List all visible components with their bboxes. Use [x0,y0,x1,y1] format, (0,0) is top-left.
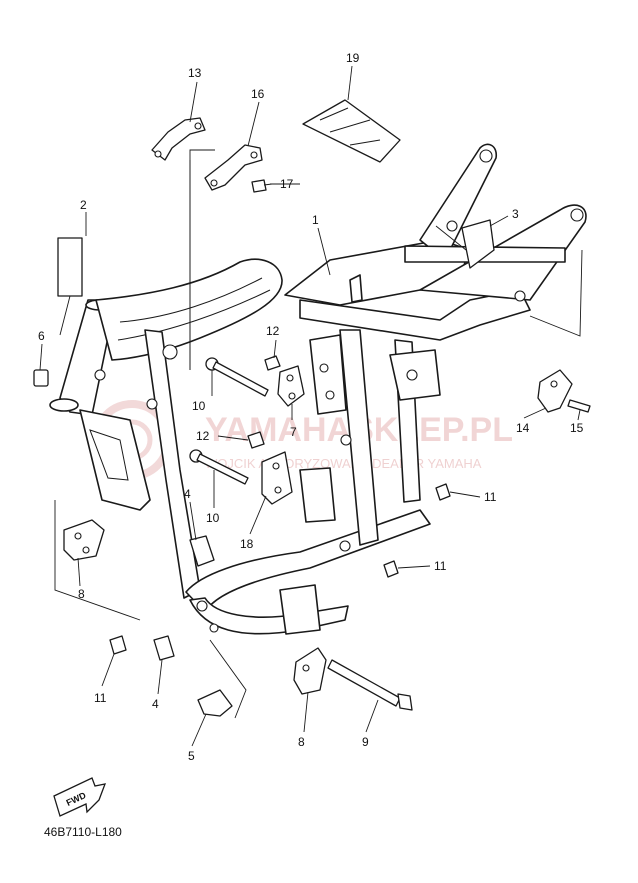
callout-11-b: 11 [434,559,447,573]
callout-18: 18 [240,537,254,551]
callout-4-lower: 4 [152,697,159,711]
fwd-arrow-icon: FWD [53,777,107,817]
part-12-nut-lower [247,431,265,449]
callout-8-left: 8 [78,587,85,601]
part-16-bracket [204,144,263,191]
callout-6: 6 [38,329,45,343]
part-7-plate [277,365,305,407]
part-10-bolt-upper [205,357,269,397]
callout-8-right: 8 [298,735,305,749]
part-9-long-bolt [327,659,413,711]
part-15-bolt [567,399,591,413]
part-17-bolt [251,179,273,193]
part-10-bolt-lower [189,449,249,485]
part-3-plate [461,219,495,269]
watermark-tagline: WOJCIK AUTORYZOWANY DEALER YAMAHA [205,456,482,471]
part-11-nut-a [435,483,451,501]
callout-labels: 1 2 3 4 4 5 6 7 8 8 9 10 10 11 11 11 12 … [38,51,584,763]
part-2-sticker [57,237,83,297]
part-5-clamp [197,689,233,717]
callout-10-upper: 10 [192,399,206,413]
callout-17: 17 [280,177,294,191]
callout-19: 19 [346,51,360,65]
callout-14: 14 [516,421,530,435]
callout-5: 5 [188,749,195,763]
callout-3: 3 [512,207,519,221]
callout-2: 2 [80,198,87,212]
callout-11-c: 11 [94,691,107,705]
part-6-cap [33,369,49,387]
part-11-nut-c [109,635,127,655]
part-13-bracket [151,117,206,161]
callout-16: 16 [251,87,265,101]
part-18-plate [261,451,293,505]
callout-13: 13 [188,66,202,80]
diagram-code: 46B7110-L180 [44,825,122,839]
callout-12-upper: 12 [266,324,280,338]
callout-4-upper: 4 [184,487,191,501]
callout-10-lower: 10 [206,511,220,525]
callout-1: 1 [312,213,319,227]
part-14-bracket [537,369,573,413]
callout-12-lower: 12 [196,429,210,443]
callout-11-a: 11 [484,490,497,504]
part-8-bracket-left [63,519,105,561]
leader-lines [39,65,583,747]
part-19-pad [302,99,401,163]
part-8-bracket-right [293,647,327,695]
callout-7: 7 [290,425,297,439]
part-4-clip-lower [153,635,175,661]
part-4-clip-upper [189,535,215,567]
part-12-nut-upper [264,355,281,371]
part-11-nut-b [383,560,399,578]
main-frame [49,143,587,635]
callout-15: 15 [570,421,584,435]
callout-9: 9 [362,735,369,749]
